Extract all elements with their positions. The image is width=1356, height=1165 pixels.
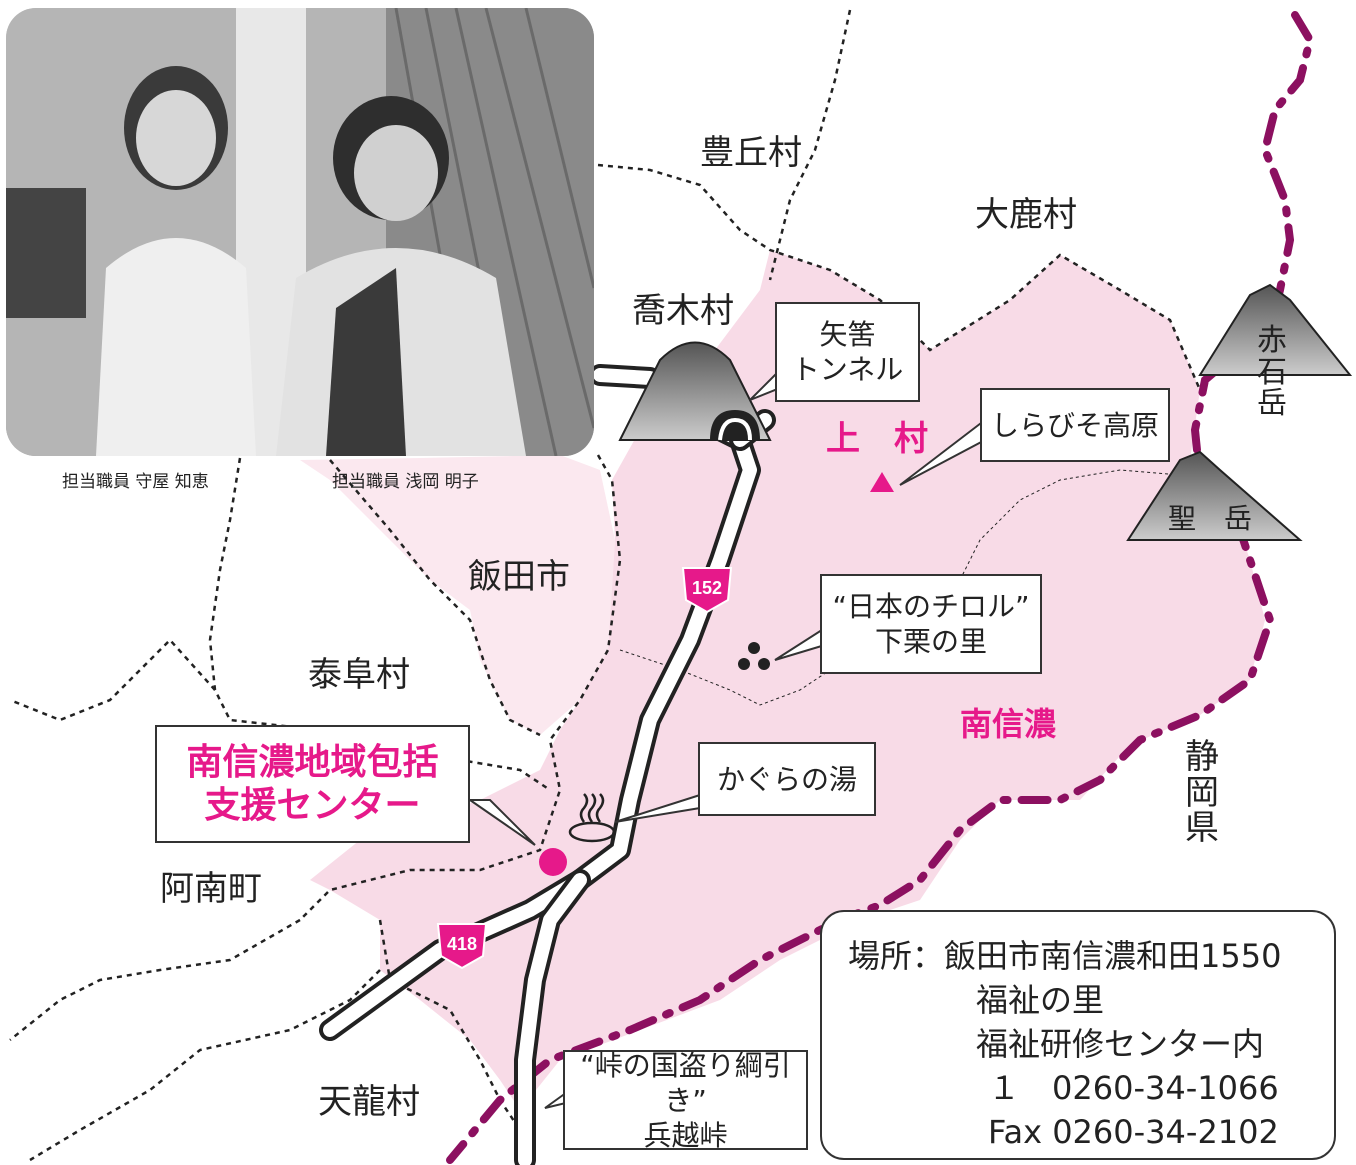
- label-oshika: 大鹿村: [975, 195, 1077, 235]
- info-box: 場所：飯田市南信濃和田1550 福祉の里 福祉研修センター内 １ 0260-34…: [820, 910, 1336, 1160]
- callout-tunnel: 矢筈 トンネル: [775, 302, 920, 402]
- tunnel-line-1: 矢筈: [819, 318, 876, 351]
- shimoguri-line-1: “日本のチロル”: [832, 590, 1030, 623]
- inner-boundary: [619, 469, 1181, 706]
- shimoguri-line-2: 下栗の里: [874, 625, 987, 658]
- route-152-label: 152: [692, 578, 722, 598]
- shirabiso-label: しらびそ高原: [990, 408, 1159, 442]
- label-kamimura: 上 村: [826, 419, 928, 459]
- info-fax: Fax 0260-34-2102: [988, 1113, 1279, 1151]
- hijiri-mountain: [1126, 450, 1303, 541]
- photo-caption-right: 担当職員 浅岡 明子: [332, 472, 479, 492]
- center-name-line-1: 南信濃地域包括: [186, 741, 439, 783]
- route-shield-418: 418: [436, 923, 488, 970]
- label-minamishinano: 南信濃: [960, 705, 1057, 743]
- label-hijiri: 聖 岳: [1168, 502, 1253, 535]
- info-line2: 福祉の里: [976, 981, 1105, 1019]
- kagura-label: かぐらの湯: [716, 762, 857, 796]
- center-location-dot: [539, 848, 567, 876]
- center-name-line-2: 支援センター: [204, 785, 421, 826]
- prefecture-border: [446, 11, 1315, 1164]
- hyogoe-line-1: “峠の国盗り綱引き”: [580, 1048, 791, 1117]
- callout-shirabiso: しらびそ高原: [980, 388, 1170, 462]
- route-418-label: 418: [447, 934, 477, 954]
- iida-area: [300, 455, 615, 735]
- label-shizuoka: 静岡県: [1185, 737, 1219, 849]
- tunnel-mountain: [618, 341, 772, 441]
- label-anan: 阿南町: [160, 869, 262, 909]
- shirabiso-triangle-icon: [870, 472, 894, 492]
- info-phone: １ 0260-34-1066: [988, 1069, 1279, 1107]
- label-akaishi: 赤石岳: [1257, 323, 1287, 421]
- callout-hyogoe: “峠の国盗り綱引き” 兵越峠: [563, 1048, 808, 1152]
- shimoguri-dots-icon: [738, 642, 770, 670]
- hyogoe-line-2: 兵越峠: [643, 1118, 728, 1152]
- photo-caption-left: 担当職員 守屋 知恵: [62, 472, 209, 492]
- label-toyooka: 豊丘村: [700, 133, 802, 173]
- callout-kagura: かぐらの湯: [698, 742, 876, 816]
- label-takagi: 喬木村: [632, 291, 734, 331]
- label-tenryu: 天龍村: [318, 1082, 420, 1122]
- center-box: 南信濃地域包括 支援センター: [155, 725, 470, 843]
- info-address: 場所：飯田市南信濃和田1550: [848, 937, 1282, 975]
- staff-photo-image: [6, 8, 594, 456]
- callout-shimoguri: “日本のチロル” 下栗の里: [820, 574, 1042, 674]
- municipal-boundaries: [9, 9, 1202, 1162]
- info-line3: 福祉研修センター内: [976, 1025, 1265, 1063]
- akaishi-mountain: [1198, 283, 1353, 376]
- staff-photo: [6, 8, 594, 456]
- hot-spring-icon: [568, 793, 616, 843]
- label-yasuoka: 泰阜村: [308, 655, 410, 695]
- label-iida: 飯田市: [468, 557, 570, 597]
- tunnel-line-2: トンネル: [791, 353, 904, 386]
- route-shield-152: 152: [681, 567, 733, 614]
